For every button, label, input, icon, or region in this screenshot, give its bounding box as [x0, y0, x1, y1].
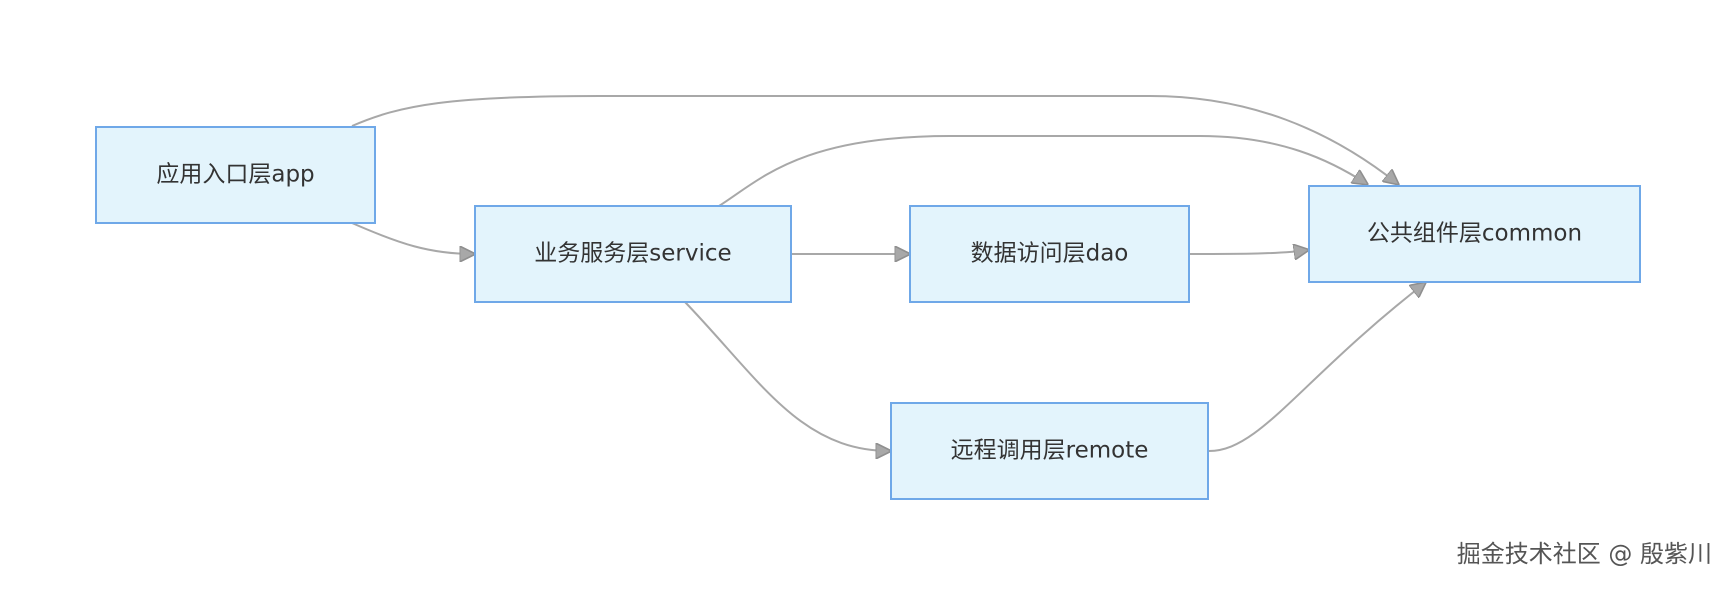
node-service[interactable]: 业务服务层service	[474, 205, 792, 303]
node-remote-label: 远程调用层remote	[951, 438, 1149, 464]
edge-app-to-service	[351, 222, 474, 254]
node-app-label: 应用入口层app	[156, 162, 314, 188]
node-dao-label: 数据访问层dao	[971, 241, 1129, 267]
node-dao-box	[909, 205, 1190, 303]
node-service-label: 业务服务层service	[534, 241, 731, 267]
edge-service-to-common	[718, 135, 1367, 207]
node-remote-box	[890, 402, 1209, 500]
node-service-box	[474, 205, 792, 303]
node-dao[interactable]: 数据访问层dao	[909, 205, 1190, 303]
node-app[interactable]: 应用入口层app	[95, 126, 376, 224]
node-app-box	[95, 126, 376, 224]
node-remote[interactable]: 远程调用层remote	[890, 402, 1209, 500]
edge-app-to-common	[351, 95, 1398, 184]
edges	[351, 95, 1425, 452]
edge-dao-to-common	[1189, 250, 1308, 254]
edge-service-to-remote	[684, 301, 890, 451]
node-common[interactable]: 公共组件层common	[1308, 185, 1641, 283]
node-common-box	[1308, 185, 1641, 283]
node-common-label: 公共组件层common	[1367, 221, 1582, 247]
watermark: 掘金技术社区 @ 殷紫川	[1457, 540, 1712, 568]
edge-remote-to-common	[1208, 283, 1425, 452]
